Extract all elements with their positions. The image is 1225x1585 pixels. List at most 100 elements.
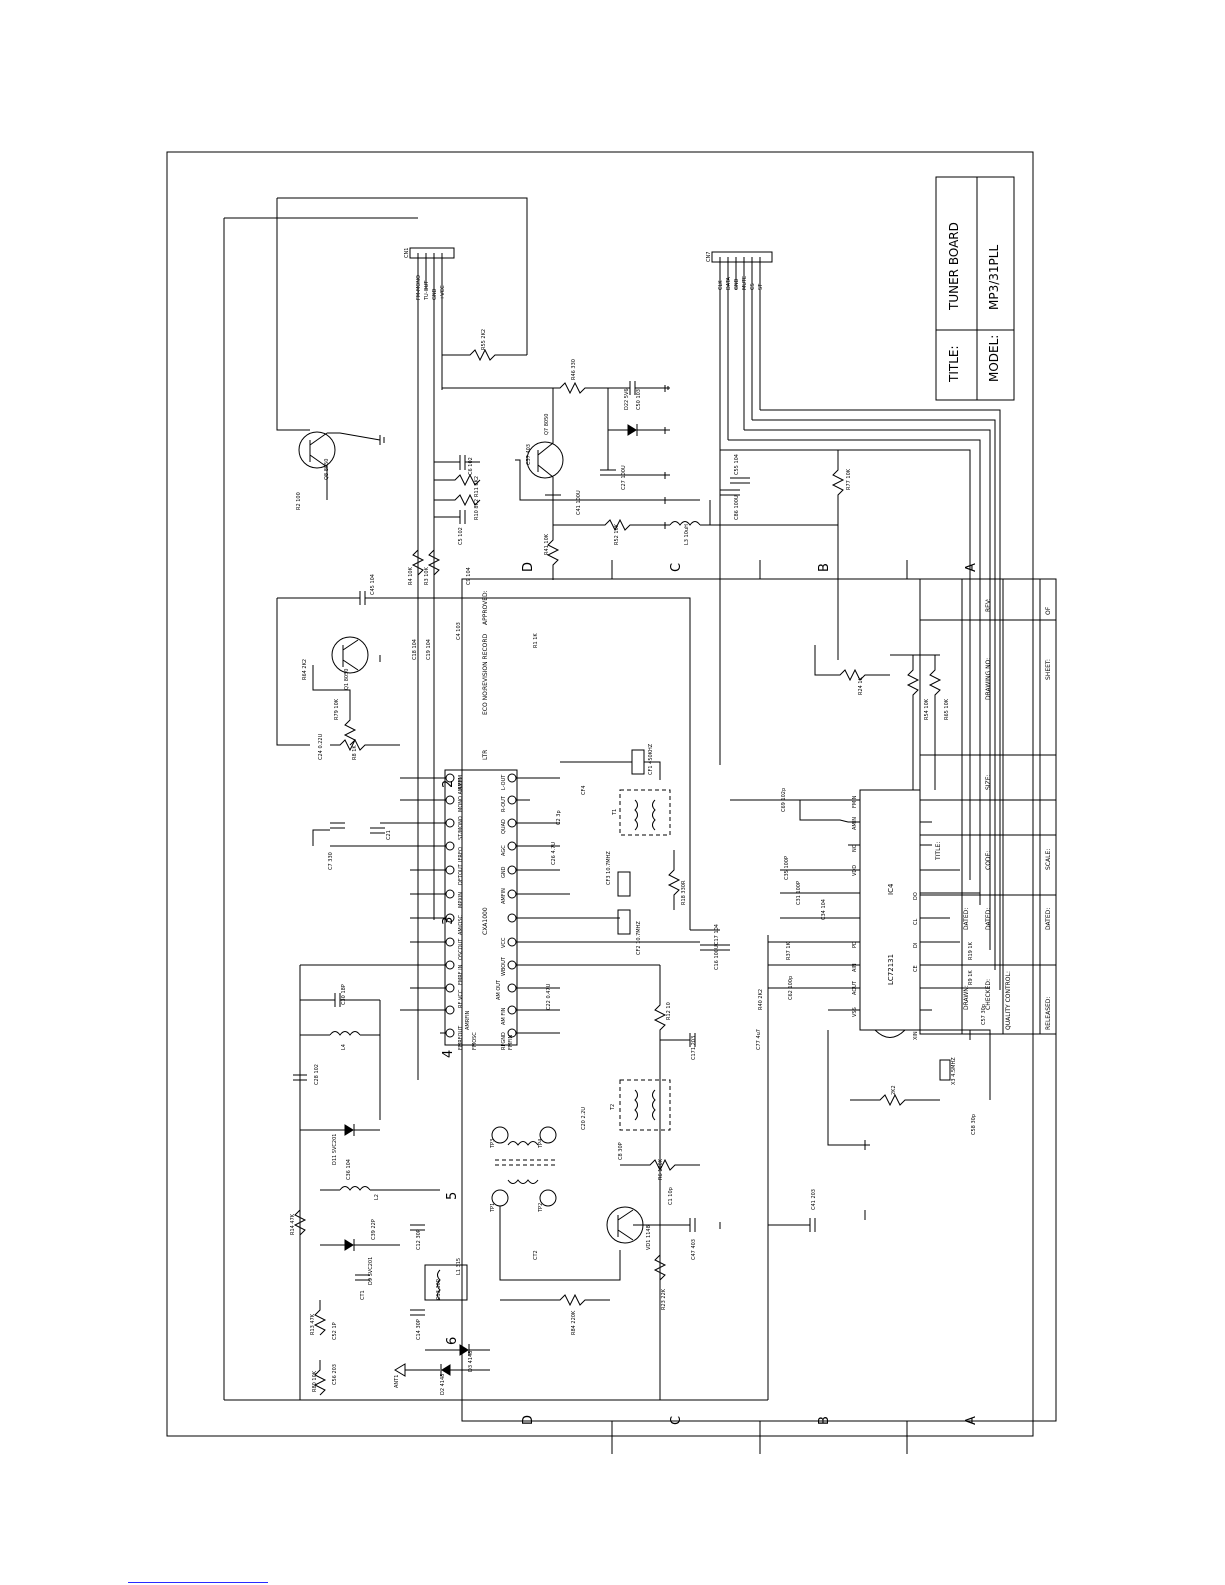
tp3-testpoint: [491, 1126, 509, 1144]
dated-label-2: DATED:: [985, 908, 992, 930]
r65-label: R65 10K: [944, 698, 950, 720]
ic-pin-label-t3: QUAD: [501, 819, 507, 834]
zone-bottom-d: D: [521, 1415, 536, 1425]
zone-mid-c: C: [669, 563, 684, 572]
ic4-pin-r3: DI: [913, 943, 919, 948]
d9-label: D9 SVC201: [368, 1257, 374, 1285]
c36-label: C36 104: [346, 1159, 352, 1180]
ic-pin-label-b3: ST/MONO: [458, 816, 464, 840]
ic-pin-label-b7: AM/OSC: [458, 914, 464, 935]
ic4-body: [859, 789, 921, 1031]
c31-label: C31 100P: [796, 881, 802, 905]
ic-pin-label-t2: R-OUT: [501, 795, 507, 812]
t2-label: T2: [610, 1104, 616, 1111]
ic-pin-label-b8: OSCOUT: [458, 938, 464, 960]
ic4-ref: IC4: [887, 883, 895, 895]
r6-label: R6 100K: [658, 1158, 664, 1180]
zone-mid-b: B: [817, 563, 832, 572]
ic-main-ref: CXA1000: [482, 907, 489, 935]
c56-label: C56 203: [332, 1364, 338, 1385]
r40-label: R40 2K2: [758, 989, 764, 1010]
cn7-pin-5: CS: [750, 283, 756, 290]
c1-label: C1 10p: [668, 1187, 674, 1205]
l1-label: L1 315: [456, 1258, 462, 1275]
ic4-part: LC72131: [887, 954, 895, 985]
t2-transformer: [619, 1079, 671, 1131]
cn7-pin-3: GND: [734, 278, 740, 290]
r11-label: R11 8K2: [474, 476, 480, 497]
r80-label: R80 10K: [312, 1370, 318, 1392]
r10-label: R10 8K2: [474, 499, 480, 520]
x3-crystal: [939, 1059, 951, 1081]
r77-label: R77 10K: [846, 468, 852, 490]
c50-label: C50 103: [636, 389, 642, 410]
ic4-pin-l12: VSS: [852, 1007, 858, 1017]
size-label: SIZE:: [985, 774, 992, 790]
ic-pin-label-e3: FMRFOUT: [458, 1025, 464, 1050]
dated-label-3: DATED:: [1045, 908, 1052, 930]
r2-label: R2 100: [296, 492, 302, 510]
ic4-pin-l1: FMIN: [852, 795, 858, 808]
outer-border: [166, 151, 1034, 1437]
c22-label: C22 0.47U: [546, 983, 552, 1010]
c4-label: C4 103: [456, 622, 462, 640]
r19-label: R19 1K: [968, 941, 974, 960]
tp3-label: TP3: [490, 1139, 496, 1149]
title-label: TITLE:: [947, 345, 961, 383]
d22-label: D22 5V6: [624, 388, 630, 410]
r9-label: R9 1K: [968, 970, 974, 985]
c58-label: C58 30p: [971, 1114, 977, 1135]
r41-label: R41 10K: [544, 533, 550, 555]
c18-label: C18 104: [412, 639, 418, 660]
r101-label: 2K2: [891, 1085, 897, 1095]
c41b-label: C41 203: [811, 1189, 817, 1210]
revblock-title-label: TITLE:: [935, 842, 942, 861]
model-label: MODEL:: [987, 335, 1001, 382]
ic4-pin-l3: NC: [852, 844, 858, 852]
scale-label: SCALE:: [1045, 849, 1052, 870]
title-block: [935, 176, 1015, 401]
c30-label: C30 18P: [341, 984, 347, 1005]
q8-label: Q8 8050: [324, 459, 330, 480]
dated-label-1: DATED:: [963, 908, 970, 930]
ic-main-pins: [445, 773, 517, 1038]
code-label: CODE:: [985, 851, 992, 870]
sheet-label: SHEET:: [1045, 659, 1052, 680]
r14-label: R14 47K: [290, 1213, 296, 1235]
c24-label: C24 0.22U: [318, 733, 324, 760]
c9-label: C9 104: [466, 567, 472, 585]
c19-label: C19 104: [426, 639, 432, 660]
cf4-label: CF4: [581, 785, 587, 795]
ic-pin-label-t6: AMFIN: [501, 888, 507, 904]
r1-label: R1 1K: [533, 633, 539, 648]
c57-label: C57 30p: [981, 1004, 987, 1025]
ic-pin-label-b10: RF VCC: [458, 989, 464, 1008]
cf3-label: CF3 10.7MHZ: [606, 851, 612, 885]
r24-label: R24 1K: [858, 676, 864, 695]
rev-label: REV:: [985, 598, 992, 612]
ground-symbols: [379, 385, 866, 1229]
c5-label: C5 102: [458, 527, 464, 545]
ic4-pin-l2: AMIN: [852, 817, 858, 830]
zone-bottom-a: A: [964, 1416, 979, 1425]
sheet-value: OF: [1045, 606, 1052, 615]
r46-label: R46 330: [571, 359, 577, 380]
tp2-label: TP2: [538, 1203, 544, 1213]
c34-label: C34 104: [821, 899, 827, 920]
c47-label: C47 403: [691, 1239, 697, 1260]
ic4-pin-r5: DO: [913, 892, 919, 900]
ic-pin-label-t8: WBOUT: [501, 956, 507, 976]
r55-label: R55 2K2: [481, 329, 487, 350]
ic4-pin-r1: XIN: [913, 1031, 919, 1040]
c39-label: C39 22P: [371, 1219, 377, 1240]
t1-transformer: [619, 789, 671, 836]
cf2-label: CF2 10.7MHZ: [636, 921, 642, 955]
title-value: TUNER BOARD: [947, 222, 961, 311]
r54-label: R54 10K: [924, 698, 930, 720]
checked-label: CHECKED:: [985, 979, 992, 1010]
r79-label: R79 10K: [334, 698, 340, 720]
l1-coil: [424, 1264, 468, 1301]
cn7-pin-2: DATA: [726, 277, 732, 290]
footer-link-underline: [128, 1582, 268, 1583]
